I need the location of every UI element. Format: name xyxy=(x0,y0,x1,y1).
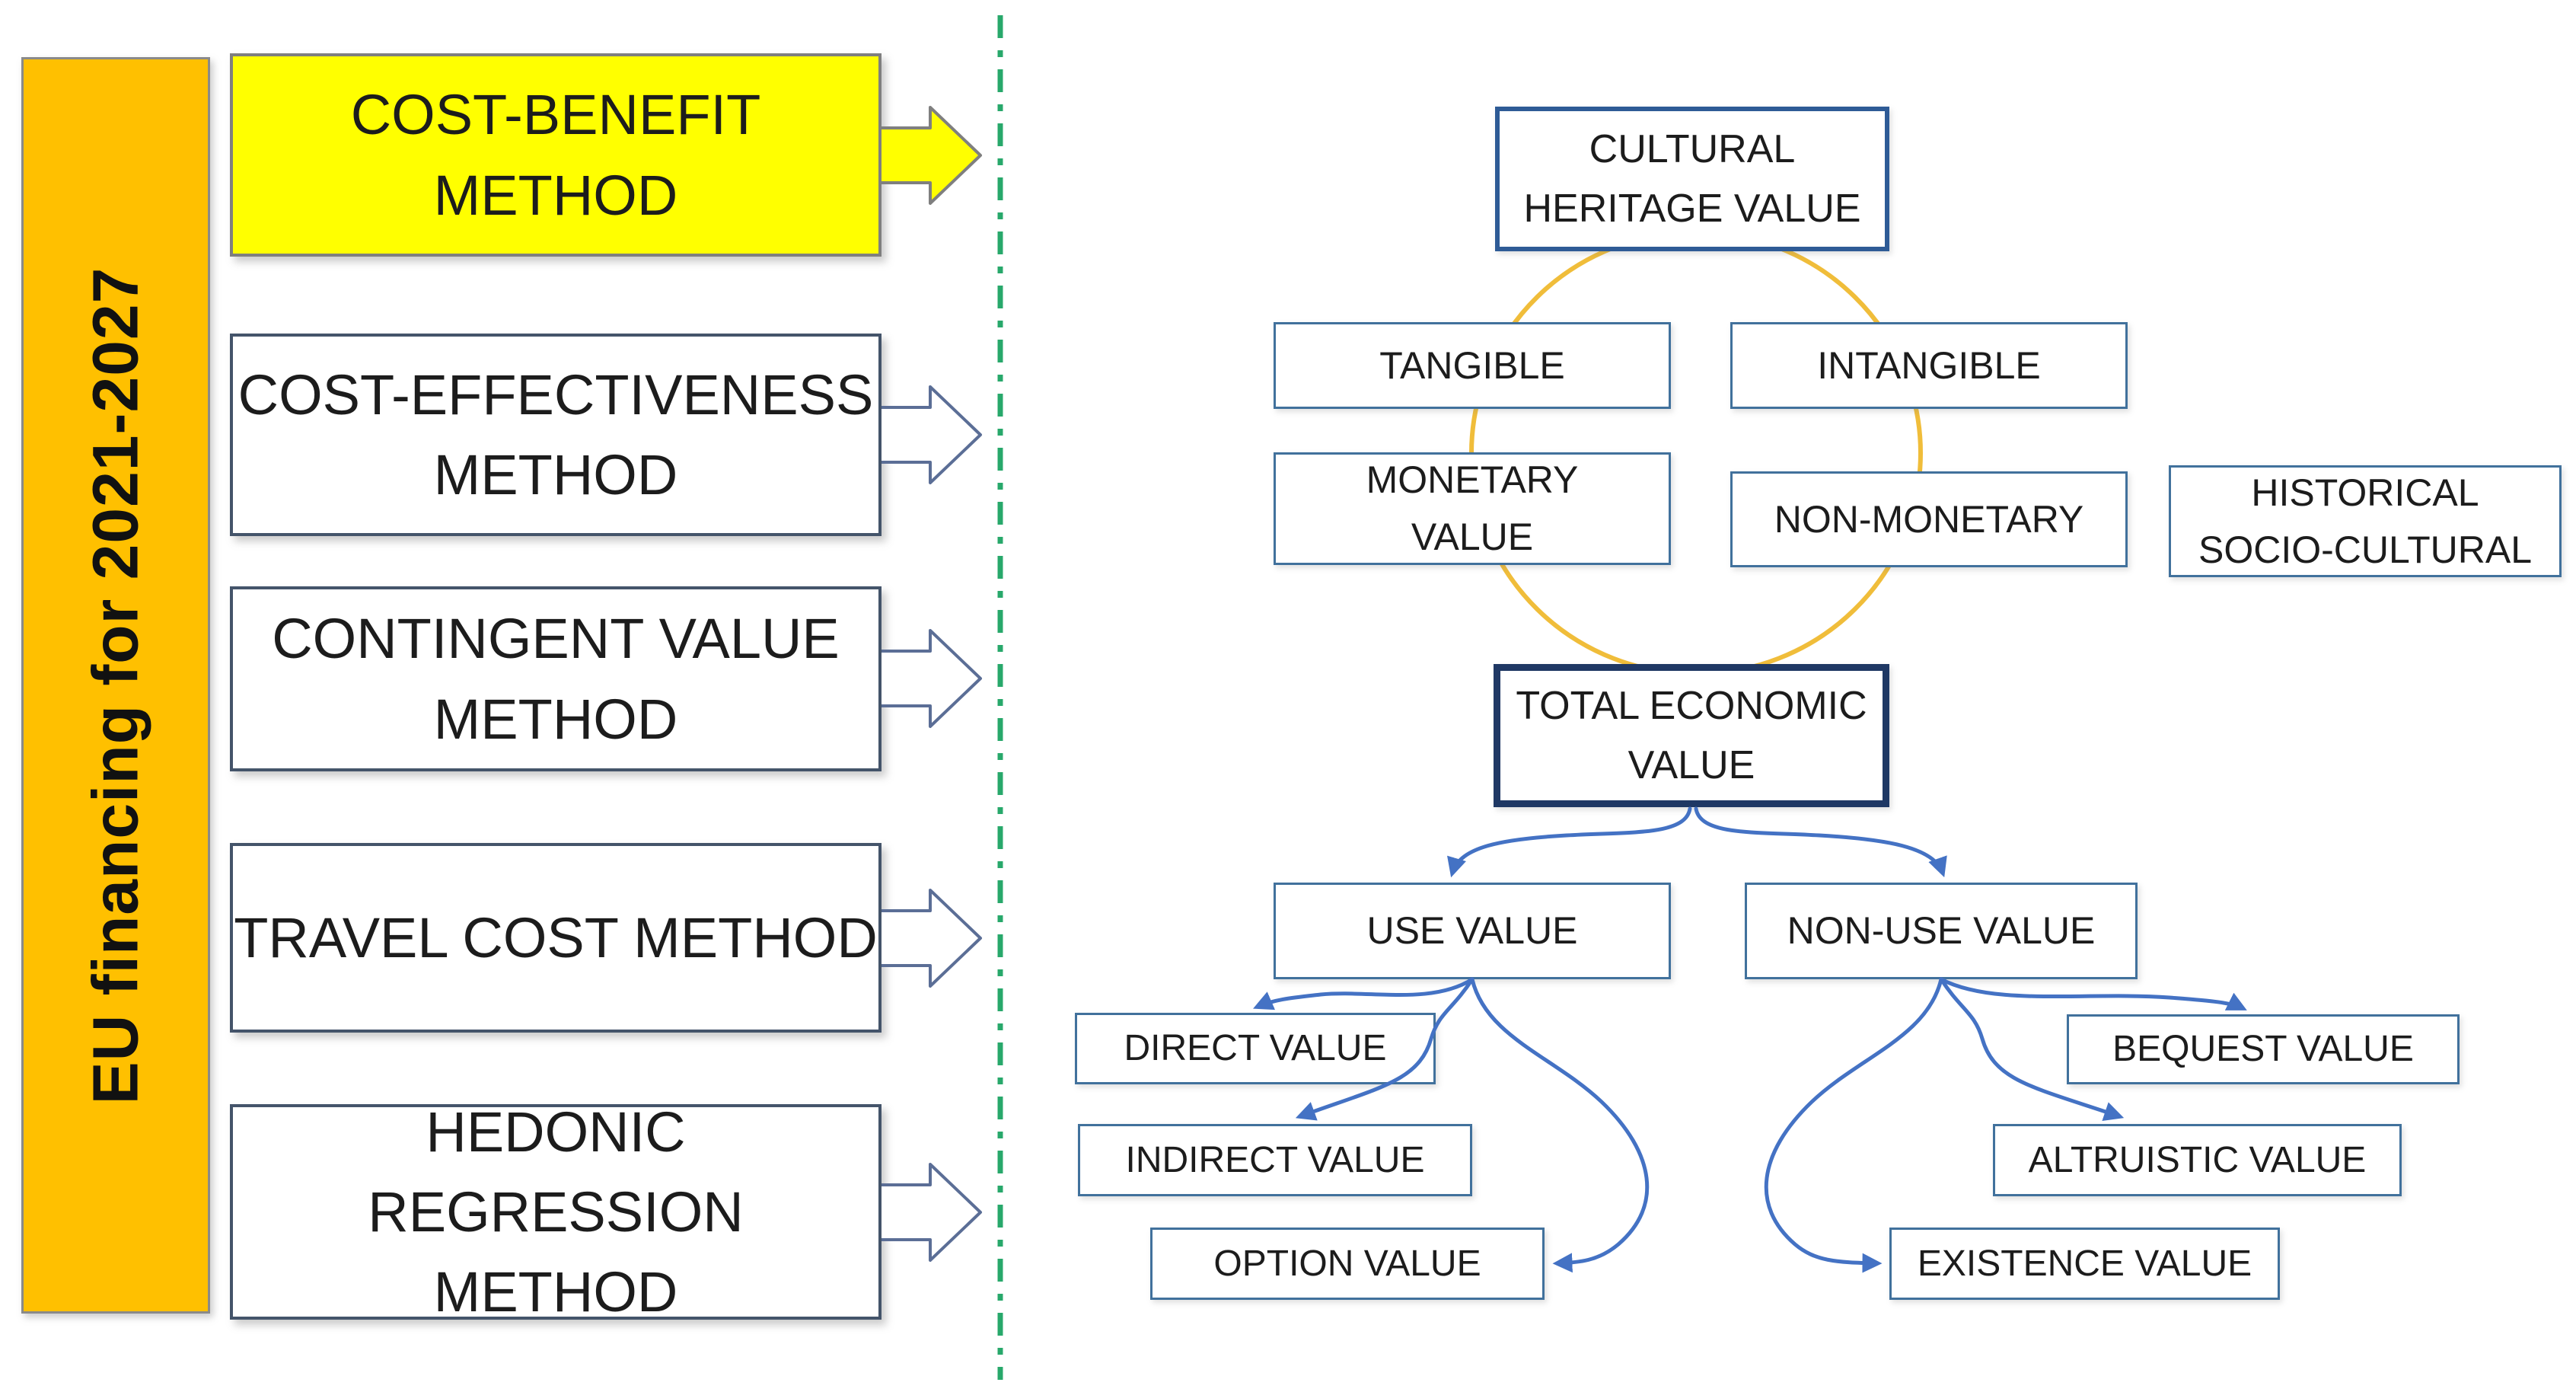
node-label: MONETARY VALUE xyxy=(1366,458,1579,558)
method-label: TRAVEL COST METHOD xyxy=(234,905,878,969)
method-box-hedonic-regression: HEDONIC REGRESSION METHOD xyxy=(230,1100,882,1323)
method-box-cost-effectiveness: COST-EFFECTIVENESS METHOD xyxy=(230,334,882,536)
node-label: EXISTENCE VALUE xyxy=(1917,1243,2252,1284)
method-label: COST-BENEFIT METHOD xyxy=(350,83,761,227)
method-label: CONTINGENT VALUE METHOD xyxy=(272,607,840,751)
node-label: ALTRUISTIC VALUE xyxy=(2028,1139,2367,1180)
method-box-contingent-value: CONTINGENT VALUE METHOD xyxy=(230,586,882,771)
node-direct-value: DIRECT VALUE xyxy=(1075,1013,1436,1084)
node-non-monetary: NON-MONETARY xyxy=(1730,471,2128,567)
node-cultural-heritage-value: CULTURAL HERITAGE VALUE xyxy=(1495,107,1889,251)
edge-tev-use-value xyxy=(1447,806,1692,878)
node-bequest-value: BEQUEST VALUE xyxy=(2067,1014,2460,1084)
method-label: COST-EFFECTIVENESS METHOD xyxy=(238,362,874,506)
block-arrow-icon-cost-benefit xyxy=(882,106,982,205)
edge-nonuse-bequest-value xyxy=(1939,977,2247,1010)
block-arrow-icon-cost-effectiveness xyxy=(882,385,982,484)
node-label: INTANGIBLE xyxy=(1817,343,2041,387)
edge-use-option-value xyxy=(1470,977,1650,1273)
node-label: USE VALUE xyxy=(1366,909,1578,952)
method-box-cost-benefit: COST-BENEFIT METHOD xyxy=(230,53,882,257)
node-option-value: OPTION VALUE xyxy=(1150,1228,1545,1300)
node-tangible: TANGIBLE xyxy=(1274,322,1671,409)
node-altruistic-value: ALTRUISTIC VALUE xyxy=(1993,1124,2402,1196)
method-box-travel-cost: TRAVEL COST METHOD xyxy=(230,843,882,1033)
edge-use-direct-value xyxy=(1253,977,1475,1010)
node-label: INDIRECT VALUE xyxy=(1125,1139,1425,1180)
node-monetary-value: MONETARY VALUE xyxy=(1274,452,1671,565)
node-label: DIRECT VALUE xyxy=(1124,1028,1387,1068)
block-arrow-icon-contingent-value xyxy=(882,629,982,728)
eu-financing-banner: EU financing for 2021-2027 xyxy=(21,57,210,1314)
edge-nonuse-existence-value xyxy=(1764,977,1943,1273)
block-arrow-icon-travel-cost xyxy=(882,889,982,988)
node-historical-socio-cultural: HISTORICAL SOCIO-CULTURAL xyxy=(2169,465,2562,577)
node-label: OPTION VALUE xyxy=(1213,1243,1481,1284)
node-use-value: USE VALUE xyxy=(1274,883,1671,979)
node-label: TANGIBLE xyxy=(1379,343,1565,387)
node-label: BEQUEST VALUE xyxy=(2112,1029,2414,1069)
block-arrow-icon-hedonic-regression xyxy=(882,1163,982,1262)
node-indirect-value: INDIRECT VALUE xyxy=(1078,1124,1472,1196)
node-label: HISTORICAL SOCIO-CULTURAL xyxy=(2198,471,2532,571)
node-non-use-value: NON-USE VALUE xyxy=(1745,883,2138,979)
node-label: CULTURAL HERITAGE VALUE xyxy=(1523,127,1861,231)
node-intangible: INTANGIBLE xyxy=(1730,322,2128,409)
eu-financing-banner-label: EU financing for 2021-2027 xyxy=(79,267,151,1104)
node-label: NON-MONETARY xyxy=(1774,497,2084,541)
node-existence-value: EXISTENCE VALUE xyxy=(1889,1228,2280,1300)
node-total-economic-value: TOTAL ECONOMIC VALUE xyxy=(1494,664,1889,807)
node-label: TOTAL ECONOMIC VALUE xyxy=(1516,684,1867,787)
node-label: NON-USE VALUE xyxy=(1787,909,2096,952)
edge-tev-non-use-value xyxy=(1694,806,1947,878)
method-label: HEDONIC REGRESSION METHOD xyxy=(368,1100,744,1324)
